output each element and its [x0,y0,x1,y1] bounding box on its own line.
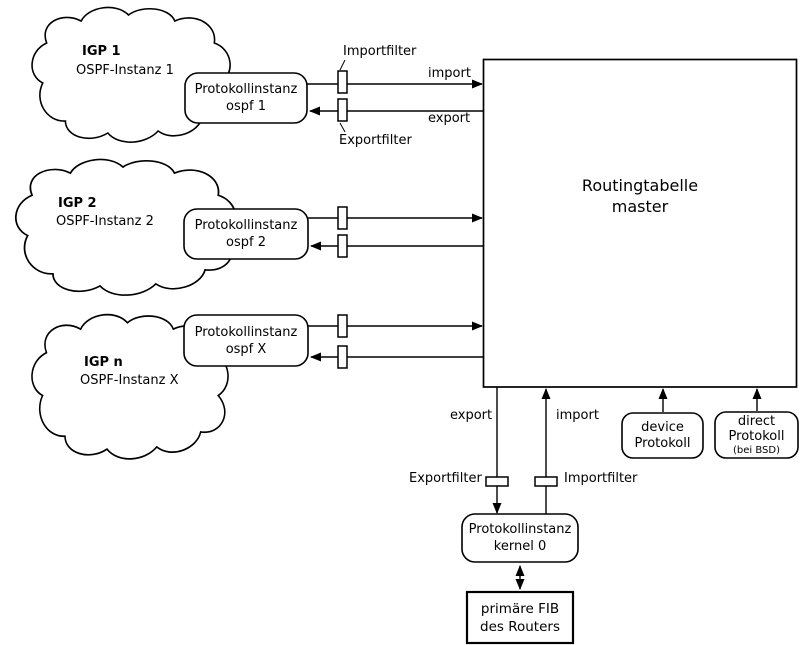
direct-box [714,411,799,459]
cloud-igpn [31,313,229,460]
protocol-box-ospf2-line2: ospf 2 [226,235,266,250]
importfilter-top-label: Importfilter [343,44,417,59]
import-bottom-label: import [556,408,599,423]
protocol-box-ospf2-label: Protokollinstanz ospf 2 [184,209,308,259]
direct-box-label: direct Protokoll (bei BSD) [715,412,798,458]
export-filter-2 [337,234,348,258]
fib-box-label: primäre FIB des Routers [467,592,573,643]
export-filter-1 [337,98,348,122]
fib-box-line2: des Routers [480,618,560,635]
routing-table-line1: Routingtabelle [581,176,699,195]
direct-box-line1: direct [737,413,776,429]
igp1-subtitle: OSPF-Instanz 1 [76,63,174,78]
importfilter-bottom-label: Importfilter [564,471,638,486]
igp2-subtitle: OSPF-Instanz 2 [56,214,154,229]
kernel-box-label: Protokollinstanz kernel 0 [462,514,578,562]
import-filter-3 [337,314,348,338]
protocol-box-ospfx [183,314,309,367]
igp1-title: IGP 1 [82,44,121,59]
protocol-box-ospfx-label: Protokollinstanz ospf X [184,315,308,366]
device-box-label: device Protokoll [622,413,703,458]
export-filter-bottom [485,476,509,487]
protocol-box-ospf1-label: Protokollinstanz ospf 1 [185,73,307,123]
exportfilter-connector [339,122,346,133]
exportfilter-top-label: Exportfilter [339,133,412,148]
protocol-box-ospf1-line2: ospf 1 [226,99,266,114]
import-filter-bottom [534,476,558,487]
cloud-igp1 [31,6,231,143]
kernel-box-line1: Protokollinstanz [468,522,572,537]
export-top-label: export [428,111,471,126]
kernel-box [461,513,579,563]
routing-table-line2: master [611,197,669,216]
protocol-box-ospfx-line1: Protokollinstanz [194,324,298,340]
protocol-box-ospf1-line1: Protokollinstanz [194,82,298,97]
importfilter-connector [339,59,346,71]
igpn-title: IGP n [84,355,123,370]
exportfilter-bottom-label: Exportfilter [409,471,482,486]
fib-box-line1: primäre FIB [480,600,560,617]
device-box-line1: device [641,419,684,435]
igpn-subtitle: OSPF-Instanz X [80,373,179,388]
protocol-box-ospfx-line2: ospf X [225,341,267,357]
direct-box-line2: Protokoll [728,428,785,444]
fib-box [465,590,575,645]
import-filter-1 [337,70,348,94]
device-box [621,412,704,459]
protocol-box-ospf2-line1: Protokollinstanz [194,218,298,233]
protocol-box-ospf2 [183,208,309,260]
routing-table-label: Routingtabelle master [483,175,797,217]
igp2-title: IGP 2 [58,196,97,211]
export-bottom-label: export [450,408,493,423]
protocol-box-ospf1 [184,72,308,124]
direct-box-line3: (bei BSD) [733,444,780,456]
device-box-line2: Protokoll [634,435,691,451]
export-filter-3 [337,345,348,369]
import-top-label: import [428,66,471,81]
kernel-box-line2: kernel 0 [493,539,547,554]
import-filter-2 [337,206,348,230]
routing-table-box [482,58,798,388]
